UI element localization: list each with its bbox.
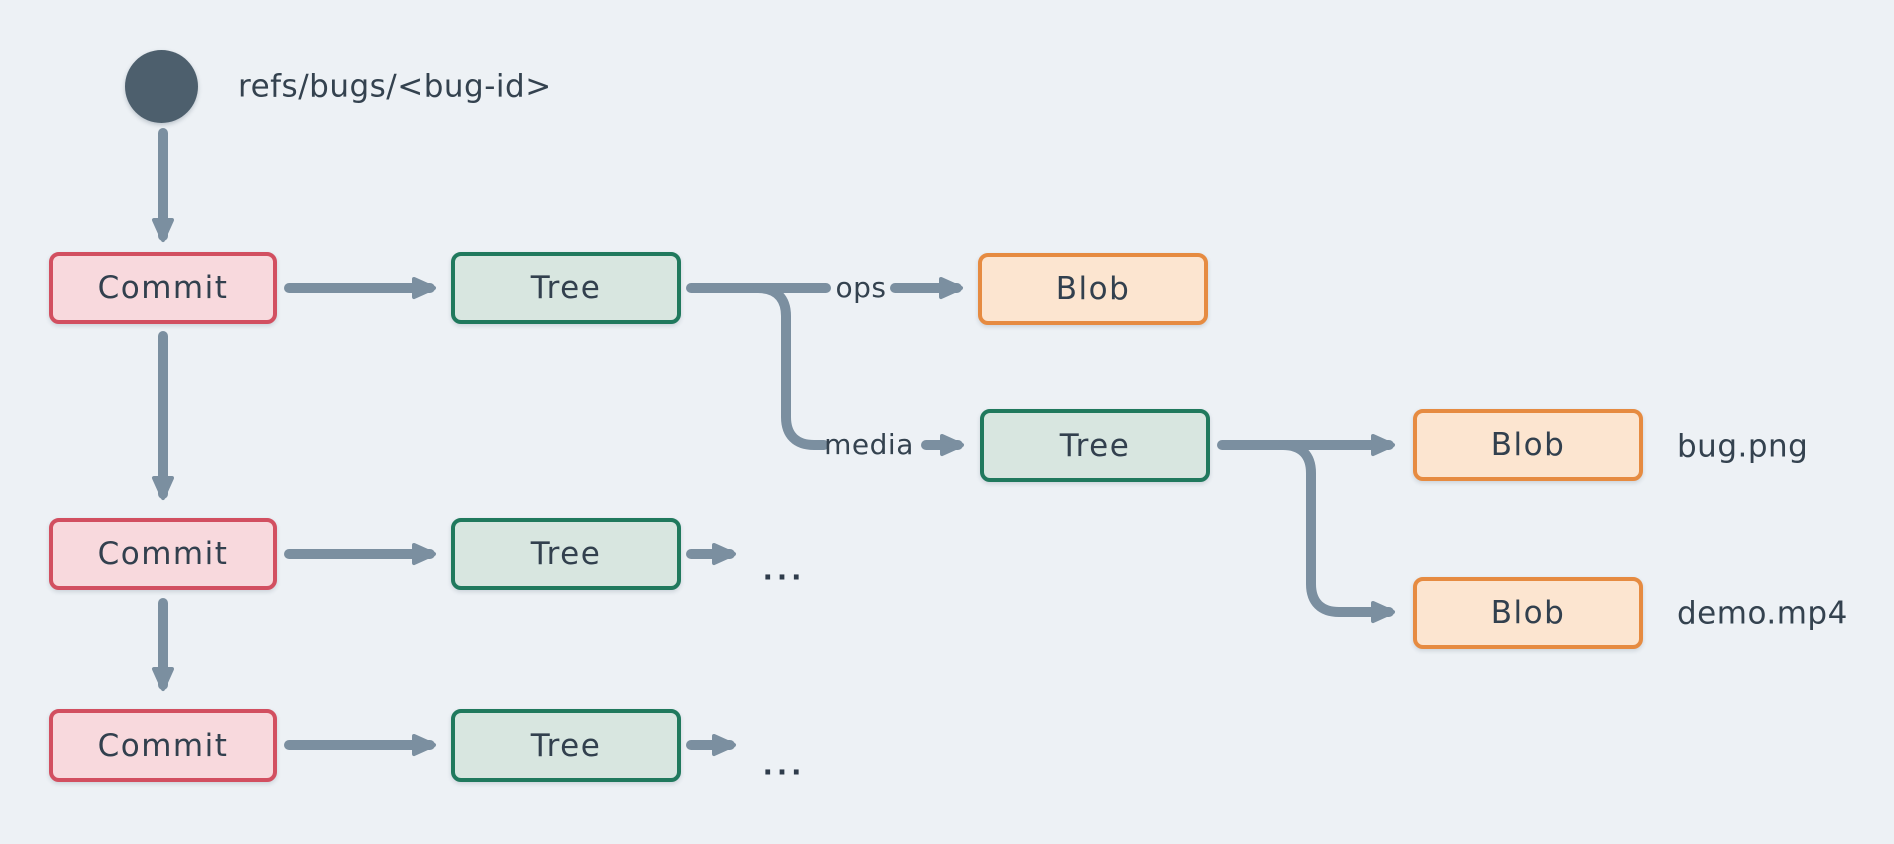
ellipsis-row3: ...	[762, 750, 806, 782]
commit-node-1: Commit	[49, 252, 277, 324]
ellipsis-row2: ...	[762, 555, 806, 587]
commit-node-3-label: Commit	[97, 727, 229, 764]
tree-node-row2-label: Tree	[530, 536, 602, 572]
edge-mediatree-branch-to-blob-demo	[1278, 440, 1395, 623]
blob-node-demo-label: Blob	[1490, 595, 1566, 631]
tree-node-row2: Tree	[451, 518, 681, 590]
edge-label-ops: ops	[835, 270, 887, 304]
tree-node-row3: Tree	[451, 709, 681, 782]
commit-node-2-label: Commit	[97, 536, 229, 572]
tree-node-row1: Tree	[451, 252, 681, 324]
file-label-bug-png: bug.png	[1677, 428, 1809, 465]
edge-tree1-branch-to-media-label	[753, 283, 829, 450]
tree-node-media-label: Tree	[1059, 427, 1131, 464]
blob-node-bug-label: Blob	[1490, 427, 1566, 463]
tree-node-row3-label: Tree	[530, 727, 602, 764]
commit-node-1-label: Commit	[97, 270, 229, 306]
tree-node-media: Tree	[980, 409, 1210, 482]
commit-node-2: Commit	[49, 518, 277, 590]
blob-node-demo: Blob	[1413, 577, 1643, 649]
ref-head-circle	[125, 50, 198, 123]
file-label-demo-mp4: demo.mp4	[1677, 595, 1848, 632]
blob-node-ops-label: Blob	[1055, 271, 1131, 307]
blob-node-ops: Blob	[978, 253, 1208, 325]
blob-node-bug: Blob	[1413, 409, 1643, 481]
edge-label-media: media	[824, 427, 914, 461]
tree-node-row1-label: Tree	[530, 270, 602, 306]
ref-name-label: refs/bugs/<bug-id>	[238, 68, 552, 105]
commit-node-3: Commit	[49, 709, 277, 782]
